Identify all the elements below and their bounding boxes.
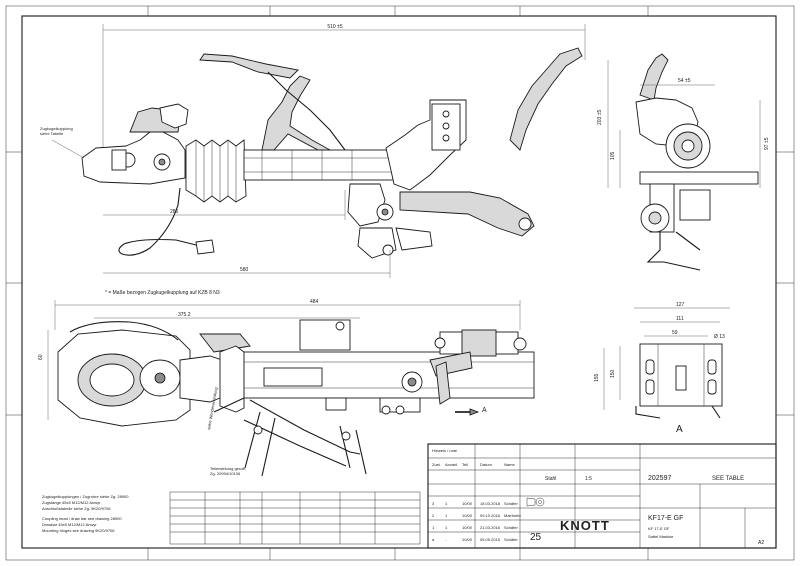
row-1-col-1: 1 bbox=[445, 513, 448, 518]
table-header-name: Name bbox=[504, 462, 515, 467]
projection-symbol-icon bbox=[526, 497, 545, 507]
dim-len-top-inner: 375.2 bbox=[178, 312, 191, 318]
note-line-4: Coupling head / draw bar see drawing 289… bbox=[42, 516, 122, 521]
row-2-col-4: Schäfer bbox=[504, 525, 518, 530]
scale-value: 1:5 bbox=[585, 476, 592, 482]
dim-depth-side: 286 bbox=[170, 209, 179, 215]
material-value: Stahl bbox=[545, 476, 556, 482]
table-header-anzahl: Anzahl bbox=[445, 462, 457, 467]
see-table-label: SEE TABLE bbox=[712, 476, 744, 482]
table-row: a - 10/00 05.05.2015 Schäfer bbox=[432, 537, 518, 542]
table-header-datum: Datum bbox=[480, 462, 492, 467]
top-view: 484 375.2 60 bbox=[38, 299, 535, 477]
row-0-col-1: 1 bbox=[445, 501, 448, 506]
dim-view-a-w2: 111 bbox=[676, 316, 684, 322]
grid-ticks bbox=[6, 6, 794, 560]
row-1-col-2: 10/00 bbox=[462, 513, 473, 518]
sheet-outer-border bbox=[5, 5, 795, 561]
table-header-teil: Teil bbox=[462, 462, 468, 467]
dim-end-small: 54 ±5 bbox=[678, 78, 691, 84]
row-3-col-2: 10/00 bbox=[462, 537, 473, 542]
view-a-label: A bbox=[676, 424, 683, 435]
bottom-left-notes: Zugkugelkupplungen / Zugrohre siehe Zg. … bbox=[42, 494, 129, 533]
parts-table bbox=[169, 491, 421, 545]
row-2-col-1: 1 bbox=[445, 525, 448, 530]
row-0-col-0: 3 bbox=[432, 501, 435, 506]
row-3-col-0: a bbox=[432, 537, 435, 542]
note-dim-reference: * = Maße bezogen Zugkugelkupplung auf KZ… bbox=[105, 290, 220, 296]
note-line-6: Mounting hinges see drawing 9K20/9706 bbox=[42, 528, 115, 533]
product-name: KF17-E GF bbox=[648, 515, 683, 522]
view-a: 127 111 59 Ø 13 155 150 A bbox=[594, 302, 730, 435]
view-arrow-label: A bbox=[482, 407, 487, 414]
row-3-col-1: - bbox=[445, 537, 447, 542]
row-2-col-2: 10/00 bbox=[462, 525, 473, 530]
dim-view-a-h: 155 bbox=[594, 373, 600, 382]
dim-end-width: 97 ±5 bbox=[764, 137, 770, 150]
row-1-col-3: 09.10.2016 bbox=[480, 513, 501, 518]
table-header-zust: Zust. bbox=[432, 462, 441, 467]
dim-view-a-w1: 127 bbox=[676, 302, 685, 308]
dim-view-a-dia: Ø 13 bbox=[714, 334, 725, 340]
page-number: 25 bbox=[530, 532, 542, 543]
end-view: 54 ±5 203 ±5 105 97 ±5 bbox=[597, 53, 770, 271]
dim-end-small-b: 105 bbox=[610, 151, 616, 160]
drawing-number: 202597 bbox=[648, 475, 671, 482]
product-sub2: Sattel Markise bbox=[648, 534, 674, 539]
row-2-col-0: 1 bbox=[432, 525, 435, 530]
dim-length-bottom: 580 bbox=[240, 267, 249, 273]
table-row: 1 1 10/00 21.03.2016 Schäfer bbox=[432, 525, 518, 530]
note-line-1: Zugkugelkupplungen / Zugrohre siehe Zg. … bbox=[42, 494, 129, 499]
dim-ball-height: 60 bbox=[38, 354, 44, 360]
row-3-col-3: 05.05.2015 bbox=[480, 537, 501, 542]
sheet-size: A2 bbox=[758, 540, 764, 546]
row-0-col-4: Schäfer bbox=[504, 501, 518, 506]
row-3-col-4: Schäfer bbox=[504, 537, 518, 542]
side-view: 510 ±5 bbox=[40, 24, 586, 296]
row-0-col-3: 18.03.2018 bbox=[480, 501, 501, 506]
row-0-col-2: 10/00 bbox=[462, 501, 473, 506]
sheet-inner-border bbox=[21, 15, 777, 549]
dim-overall-length: 510 ±5 bbox=[327, 24, 342, 30]
dim-len-top: 484 bbox=[310, 299, 319, 305]
title-block: Zust. Anzahl Teil Datum Name 3 1 10/00 1… bbox=[427, 443, 777, 549]
row-2-col-3: 21.03.2016 bbox=[480, 525, 501, 530]
table-row: 2 1 10/00 09.10.2016 Mairhofer bbox=[432, 513, 522, 518]
note-line-3: Anschlußstabelle siehe Zg. 9K20/9706 bbox=[42, 506, 111, 511]
table-row: 3 1 10/00 18.03.2018 Schäfer bbox=[432, 501, 518, 506]
note-line-5: Drawbar 45x5 M12/M12 Anwyr bbox=[42, 522, 97, 527]
brand-logo: KNOTT bbox=[560, 518, 610, 533]
product-sub: KF 17-E GF bbox=[648, 526, 670, 531]
hinweis-label: Hinweis / note bbox=[432, 448, 458, 453]
dim-end-height: 203 ±5 bbox=[597, 110, 603, 125]
dim-view-a-w3: 59 bbox=[672, 330, 678, 336]
note-line-2: Zugstange 45x5 M12/M12 Anwyr bbox=[42, 500, 101, 505]
row-1-col-0: 2 bbox=[432, 513, 435, 518]
row-1-col-4: Mairhofer bbox=[504, 513, 522, 518]
dim-view-a-h2: 150 bbox=[610, 369, 616, 378]
